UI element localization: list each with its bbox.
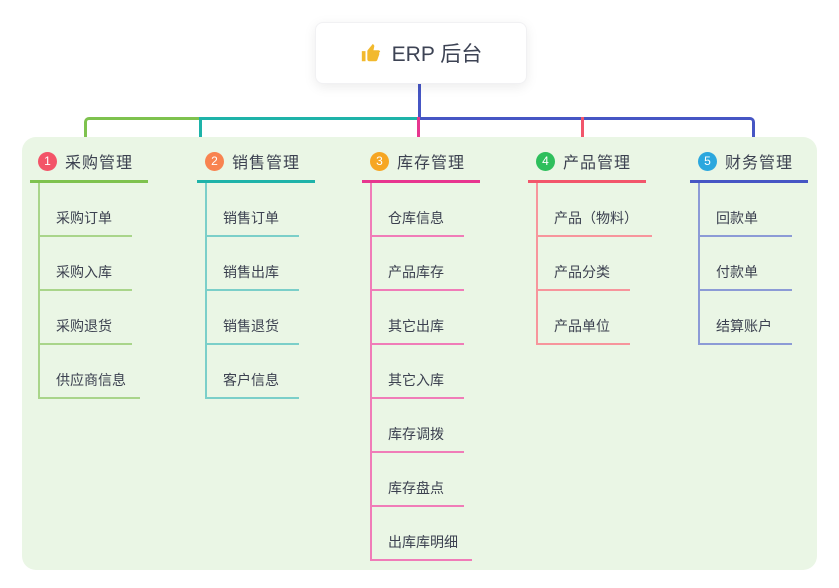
branch-title: 销售管理 (232, 155, 301, 172)
child-node-label: 库存盘点 (388, 480, 444, 496)
branch-children: 销售订单 销售出库 销售退货 客户信息 (205, 183, 315, 399)
child-node[interactable]: 出库库明细 (372, 507, 472, 561)
child-node-label: 供应商信息 (56, 372, 126, 388)
child-node-label: 其它出库 (388, 318, 444, 334)
branch-header-3[interactable]: 3 库存管理 (362, 147, 480, 183)
branch-children: 采购订单 采购入库 采购退货 供应商信息 (38, 183, 148, 399)
child-node-label: 结算账户 (716, 318, 772, 334)
child-node-label: 其它入库 (388, 372, 444, 388)
child-node-label: 销售退货 (223, 318, 279, 334)
branch-header-2[interactable]: 2 销售管理 (197, 147, 315, 183)
branch-title: 产品管理 (563, 155, 632, 172)
branch-children: 产品（物料） 产品分类 产品单位 (536, 183, 652, 345)
bus-segment-left (84, 117, 203, 151)
child-node-label: 产品（物料） (554, 210, 638, 226)
child-node[interactable]: 采购退货 (40, 291, 132, 345)
child-node-label: 产品单位 (554, 318, 610, 334)
child-node[interactable]: 其它出库 (372, 291, 464, 345)
child-node-label: 采购退货 (56, 318, 112, 334)
child-node[interactable]: 销售出库 (207, 237, 299, 291)
child-node[interactable]: 产品单位 (538, 291, 630, 345)
root-title: ERP 后台 (391, 43, 483, 66)
child-node[interactable]: 采购订单 (40, 183, 132, 237)
child-node[interactable]: 库存盘点 (372, 453, 464, 507)
branch-title: 库存管理 (397, 155, 466, 172)
child-node[interactable]: 销售订单 (207, 183, 299, 237)
child-node[interactable]: 库存调拨 (372, 399, 464, 453)
drop-line-branch-4 (581, 117, 584, 148)
branch-header-5[interactable]: 5 财务管理 (690, 147, 808, 183)
branch-header-1[interactable]: 1 采购管理 (30, 147, 148, 183)
child-node[interactable]: 产品（物料） (538, 183, 652, 237)
branch-5: 5 财务管理 回款单 付款单 结算账户 (690, 147, 808, 345)
child-node-label: 销售订单 (223, 210, 279, 226)
branch-3: 3 库存管理 仓库信息 产品库存 其它出库 其它入库 库存调拨 库存盘点 出库库… (362, 147, 480, 561)
child-node[interactable]: 付款单 (700, 237, 792, 291)
branch-index-badge: 4 (536, 151, 555, 171)
branches-panel: 1 采购管理 采购订单 采购入库 采购退货 供应商信息 2 销售管理 销售订单 … (22, 137, 817, 570)
branch-index-badge: 5 (698, 151, 717, 171)
bus-segment-middle (199, 117, 422, 151)
child-node[interactable]: 产品库存 (372, 237, 464, 291)
child-node[interactable]: 客户信息 (207, 345, 299, 399)
child-node-label: 仓库信息 (388, 210, 444, 226)
branch-children: 仓库信息 产品库存 其它出库 其它入库 库存调拨 库存盘点 出库库明细 (370, 183, 480, 561)
child-node-label: 库存调拨 (388, 426, 444, 442)
child-node-label: 销售出库 (223, 264, 279, 280)
child-node-label: 产品库存 (388, 264, 444, 280)
root-connector-line (418, 82, 421, 118)
child-node[interactable]: 产品分类 (538, 237, 630, 291)
child-node[interactable]: 回款单 (700, 183, 792, 237)
child-node-label: 采购订单 (56, 210, 112, 226)
branch-index-badge: 1 (38, 151, 57, 171)
child-node-label: 出库库明细 (388, 534, 458, 550)
branch-index-badge: 2 (205, 151, 224, 171)
child-node[interactable]: 仓库信息 (372, 183, 464, 237)
child-node-label: 客户信息 (223, 372, 279, 388)
branch-index-badge: 3 (370, 151, 389, 171)
child-node-label: 付款单 (716, 264, 758, 280)
child-node[interactable]: 其它入库 (372, 345, 464, 399)
branch-title: 财务管理 (725, 155, 794, 172)
bus-segment-right (419, 117, 755, 151)
thumbs-up-icon (361, 43, 380, 62)
branch-header-4[interactable]: 4 产品管理 (528, 147, 646, 183)
child-node[interactable]: 销售退货 (207, 291, 299, 345)
branch-title: 采购管理 (65, 155, 134, 172)
child-node-label: 采购入库 (56, 264, 112, 280)
child-node-label: 产品分类 (554, 264, 610, 280)
branch-1: 1 采购管理 采购订单 采购入库 采购退货 供应商信息 (30, 147, 148, 399)
child-node[interactable]: 供应商信息 (40, 345, 140, 399)
root-node-erp[interactable]: ERP 后台 (315, 22, 527, 84)
branch-4: 4 产品管理 产品（物料） 产品分类 产品单位 (528, 147, 652, 345)
child-node-label: 回款单 (716, 210, 758, 226)
branch-children: 回款单 付款单 结算账户 (698, 183, 808, 345)
child-node[interactable]: 结算账户 (700, 291, 792, 345)
child-node[interactable]: 采购入库 (40, 237, 132, 291)
drop-line-branch-3 (417, 117, 420, 151)
branch-2: 2 销售管理 销售订单 销售出库 销售退货 客户信息 (197, 147, 315, 399)
